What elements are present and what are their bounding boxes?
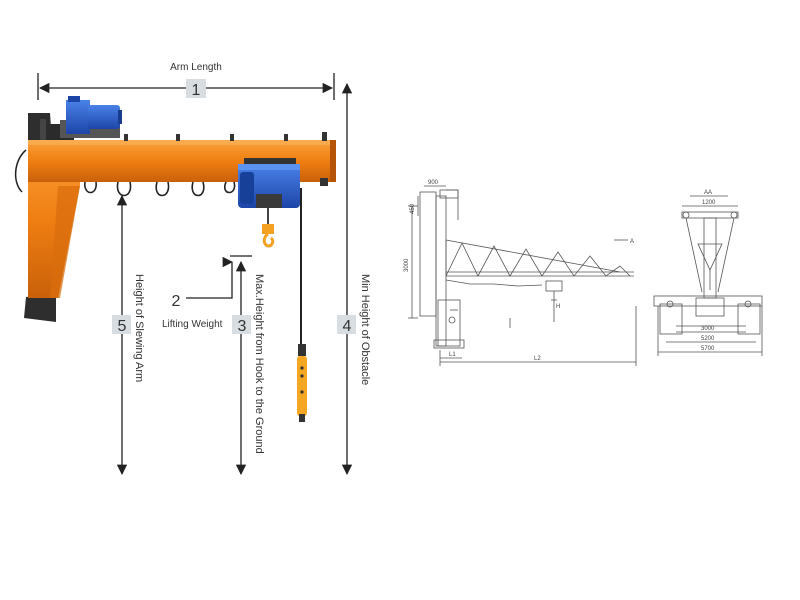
lifting-weight-leader bbox=[186, 262, 233, 299]
end-view-dimensions: AA 1200 3000 5200 5700 bbox=[701, 190, 716, 352]
badge-3: 3 bbox=[232, 315, 251, 335]
svg-text:L1: L1 bbox=[449, 352, 456, 358]
badge-4: 4 bbox=[337, 315, 356, 335]
svg-text:AA: AA bbox=[704, 190, 712, 196]
svg-text:450: 450 bbox=[410, 203, 416, 214]
badge-5: 5 bbox=[112, 315, 131, 335]
badge-2: 2 bbox=[167, 290, 186, 310]
lifting-weight-label: Lifting Weight bbox=[162, 319, 223, 330]
svg-text:900: 900 bbox=[428, 180, 439, 186]
beam-bolts bbox=[124, 132, 327, 141]
max-height-label: Max.Height from Hook to the Ground bbox=[253, 274, 265, 454]
svg-text:3000: 3000 bbox=[404, 258, 410, 272]
pendant-control bbox=[297, 188, 307, 422]
svg-text:5: 5 bbox=[118, 318, 127, 335]
svg-text:2: 2 bbox=[172, 293, 181, 310]
wall-cable bbox=[14, 149, 27, 193]
festoon-cables bbox=[84, 181, 236, 197]
svg-text:H: H bbox=[556, 304, 560, 310]
arm-length-label: Arm Length bbox=[170, 62, 222, 73]
svg-text:4: 4 bbox=[343, 318, 352, 335]
electric-hoist bbox=[238, 158, 300, 208]
badge-1: 1 bbox=[186, 79, 206, 99]
svg-text:L2: L2 bbox=[534, 356, 541, 362]
svg-text:5700: 5700 bbox=[701, 346, 715, 352]
dimension-lines bbox=[37, 73, 353, 476]
side-view-drawing bbox=[408, 185, 637, 366]
hook bbox=[262, 208, 275, 248]
svg-text:5200: 5200 bbox=[701, 336, 715, 342]
svg-text:A: A bbox=[630, 239, 634, 245]
svg-text:3: 3 bbox=[238, 318, 247, 335]
slewing-motor bbox=[66, 96, 122, 134]
svg-text:1: 1 bbox=[192, 82, 201, 99]
crane-illustration bbox=[14, 96, 336, 422]
obstacle-height-label: Min Height of Obstacle bbox=[359, 274, 371, 385]
wall-bracket-bottom bbox=[24, 293, 56, 322]
svg-text:3000: 3000 bbox=[701, 326, 715, 332]
side-view-dimensions: 900 450 3000 L1 L2 A H bbox=[404, 180, 634, 362]
svg-text:1200: 1200 bbox=[702, 200, 716, 206]
end-view-drawing bbox=[653, 195, 763, 356]
slewing-arm-height-label: Height of Slewing Arm bbox=[133, 274, 145, 382]
